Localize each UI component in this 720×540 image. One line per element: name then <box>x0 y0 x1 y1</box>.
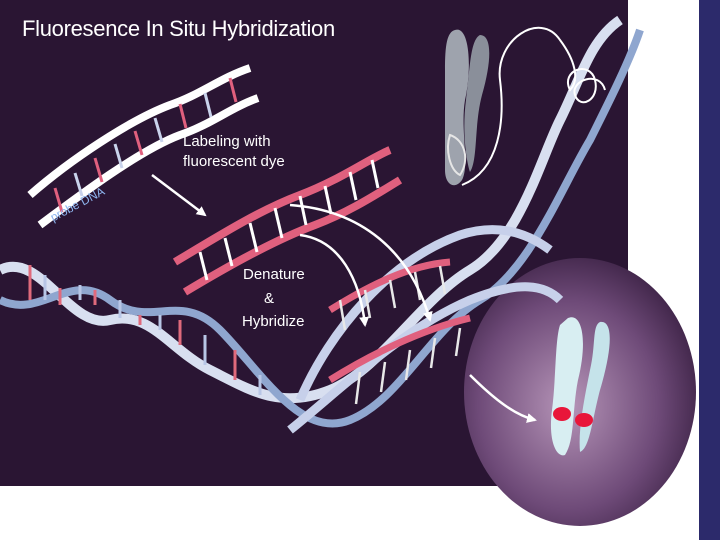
denature-label-line1: Denature <box>243 266 305 283</box>
denature-label-line2: & <box>264 290 274 307</box>
fluorescent-signal-right <box>575 413 593 427</box>
fluorescent-signal-left <box>553 407 571 421</box>
nucleus-circle <box>464 258 696 526</box>
denature-label-line3: Hybridize <box>242 313 305 330</box>
diagram-title: Fluoresence In Situ Hybridization <box>22 16 335 42</box>
labeling-label-line2: fluorescent dye <box>183 153 285 171</box>
labeling-label-line1: Labeling with <box>183 133 271 151</box>
